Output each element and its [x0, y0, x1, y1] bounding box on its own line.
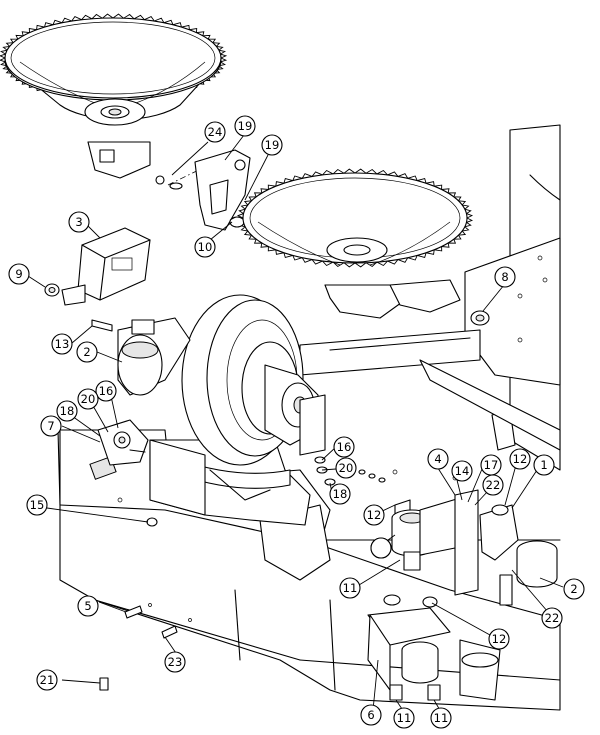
mount-right [479, 504, 558, 606]
svg-text:4: 4 [434, 452, 441, 466]
callout-2-upper-left: 2 [76, 341, 98, 363]
callout-20-left: 20 [77, 388, 99, 410]
callout-12-center: 12 [363, 504, 385, 526]
callout-16-right: 16 [333, 436, 355, 458]
callout-11-lower-left: 11 [393, 707, 415, 729]
svg-text:2: 2 [570, 582, 577, 596]
callout-9: 9 [8, 263, 30, 285]
callout-3: 3 [68, 211, 90, 233]
svg-text:3: 3 [75, 215, 82, 229]
callout-15: 15 [26, 494, 48, 516]
drive-wheel-assembly [149, 294, 326, 526]
svg-text:2: 2 [83, 345, 90, 359]
callout-23: 23 [164, 651, 186, 673]
idler-bracket [194, 149, 271, 231]
callout-21: 21 [36, 669, 58, 691]
part-3-module [61, 227, 151, 306]
upper-left-pulley [4, 17, 222, 190]
callout-7: 7 [40, 415, 62, 437]
svg-text:18: 18 [60, 404, 75, 418]
svg-text:11: 11 [397, 711, 412, 725]
callout-8: 8 [494, 266, 516, 288]
callout-17: 17 [480, 454, 502, 476]
svg-text:13: 13 [55, 337, 70, 351]
callout-5: 5 [77, 595, 99, 617]
svg-text:20: 20 [81, 392, 96, 406]
callout-10: 10 [194, 236, 216, 258]
callout-12-lower: 12 [488, 628, 510, 650]
svg-text:20: 20 [339, 461, 354, 475]
callout-19-upper: 19 [234, 115, 256, 137]
svg-text:8: 8 [501, 270, 508, 284]
callout-14: 14 [451, 460, 473, 482]
callout-2-lower-center [370, 537, 392, 559]
callout-22-upper: 22 [482, 474, 504, 496]
svg-text:11: 11 [434, 711, 449, 725]
svg-text:18: 18 [333, 487, 348, 501]
right-pulley [242, 172, 468, 319]
callout-13: 13 [51, 333, 73, 355]
callout-18-left: 18 [56, 400, 78, 422]
callout-2-right: 2 [563, 578, 585, 600]
callout-1: 1 [533, 454, 555, 476]
svg-text:12: 12 [367, 508, 382, 522]
svg-text:17: 17 [484, 458, 499, 472]
callout-12-upper-right: 12 [509, 448, 531, 470]
callout-22-lower: 22 [541, 607, 563, 629]
svg-text:11: 11 [343, 581, 358, 595]
mount-upper-left [117, 317, 191, 396]
svg-text:1: 1 [540, 458, 547, 472]
callout-20-right: 20 [335, 457, 357, 479]
callout-24: 24 [204, 121, 226, 143]
svg-text:9: 9 [15, 267, 22, 281]
svg-text:10: 10 [198, 240, 213, 254]
svg-text:19: 19 [265, 138, 280, 152]
svg-text:21: 21 [40, 673, 55, 687]
callout-18-right: 18 [329, 483, 351, 505]
callout-19-lower: 19 [261, 134, 283, 156]
svg-text:24: 24 [208, 125, 223, 139]
svg-text:12: 12 [492, 632, 507, 646]
callout-6: 6 [360, 704, 382, 726]
svg-text:19: 19 [238, 119, 253, 133]
mount-center [391, 489, 479, 596]
svg-text:12: 12 [513, 452, 528, 466]
brake-bracket-left [97, 419, 149, 466]
svg-text:22: 22 [545, 611, 560, 625]
callout-11-lower-right: 11 [430, 707, 452, 729]
svg-text:6: 6 [367, 708, 374, 722]
svg-text:23: 23 [168, 655, 183, 669]
svg-text:16: 16 [99, 384, 114, 398]
svg-text:15: 15 [30, 498, 45, 512]
mount-lower [367, 594, 451, 701]
svg-text:14: 14 [455, 464, 470, 478]
callout-11-center: 11 [339, 577, 361, 599]
callout-4: 4 [427, 448, 449, 470]
svg-text:22: 22 [486, 478, 501, 492]
callout-16-left: 16 [95, 380, 117, 402]
svg-text:7: 7 [47, 419, 54, 433]
svg-text:5: 5 [84, 599, 91, 613]
svg-text:16: 16 [337, 440, 352, 454]
